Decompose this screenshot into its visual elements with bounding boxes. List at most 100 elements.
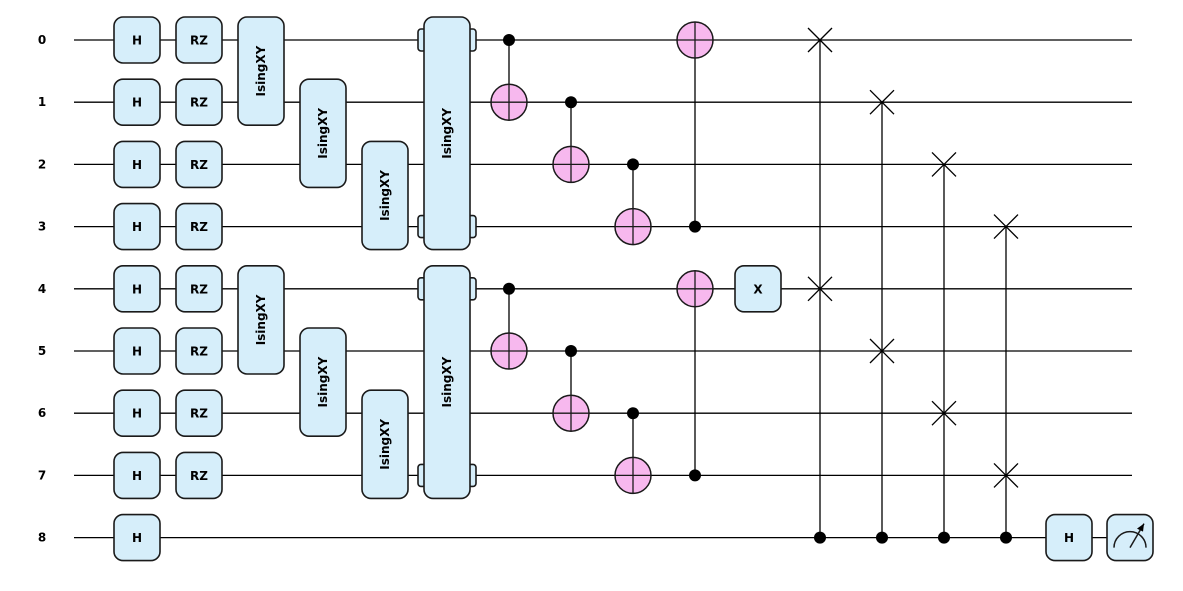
gate-box	[113, 513, 161, 562]
cnot-gate	[614, 158, 652, 246]
gate-label: RZ	[190, 407, 208, 421]
control-dot	[627, 158, 639, 171]
block-box	[423, 264, 471, 500]
qubit-label: 6	[38, 406, 46, 420]
block-label: IsingXY	[440, 356, 454, 407]
gate-label: H	[132, 158, 142, 172]
isingxy-block-gate: IsingXY	[417, 264, 477, 500]
gate-label: H	[132, 531, 142, 545]
controlled-swap-gate	[931, 151, 957, 544]
gate-label: RZ	[190, 34, 208, 48]
qubit-label: 4	[38, 282, 46, 296]
control-dot	[503, 34, 515, 46]
h-gate: H	[113, 140, 161, 189]
operations-layer: H H H H H H H H H RZ RZ RZ RZ RZ RZ RZ RZ IsingXY IsingXY I…	[113, 16, 1154, 562]
rz-gate: RZ	[175, 16, 223, 64]
meter-arc	[1113, 530, 1147, 548]
swap-x-b	[869, 338, 895, 364]
isingxy-block-gate: IsingXY	[237, 264, 285, 375]
gate-box	[113, 451, 161, 500]
qubit-label: 0	[38, 33, 46, 47]
rz-gate: RZ	[175, 264, 223, 313]
gate-label: H	[1064, 531, 1074, 545]
gate-label: RZ	[190, 220, 208, 234]
gate-label: H	[132, 469, 142, 483]
block-box	[361, 140, 409, 251]
rz-gate: RZ	[175, 78, 223, 126]
block-label: IsingXY	[440, 108, 454, 159]
rz-gate: RZ	[175, 327, 223, 375]
swap-x-b	[931, 400, 957, 426]
gate-label: H	[132, 407, 142, 421]
h-gate: H	[1045, 513, 1093, 562]
swap-x-b	[993, 462, 1019, 488]
control-dot	[814, 531, 826, 544]
meter-icon	[1113, 523, 1147, 548]
cnot-gate	[490, 34, 528, 121]
gate-box	[113, 389, 161, 438]
block-label: IsingXY	[378, 419, 392, 470]
block-box	[299, 327, 347, 437]
block-box	[237, 16, 285, 126]
cnot-gate	[552, 345, 590, 432]
cnot-gate	[676, 21, 714, 233]
swap-x-b	[869, 89, 895, 115]
gate-box	[113, 16, 161, 64]
rz-gate: RZ	[175, 389, 223, 438]
swap-x-b	[807, 27, 833, 53]
swap-x-b	[807, 276, 833, 302]
meter-needle-head	[1137, 523, 1144, 532]
gate-box	[113, 202, 161, 251]
h-gate: H	[113, 264, 161, 313]
h-gate: H	[113, 451, 161, 500]
isingxy-block-gate: IsingXY	[237, 16, 285, 126]
rz-gate: RZ	[175, 140, 223, 189]
block-box	[237, 264, 285, 375]
gate-box	[175, 16, 223, 64]
gate-box	[1106, 513, 1154, 562]
control-dot	[565, 345, 577, 357]
qubit-label: 1	[38, 95, 46, 109]
block-box	[361, 389, 409, 500]
block-label: IsingXY	[254, 294, 268, 345]
gate-box	[113, 264, 161, 313]
gate-label: X	[753, 282, 763, 296]
controlled-swap-gate	[869, 89, 895, 544]
control-dot	[627, 407, 639, 420]
block-box	[423, 16, 471, 251]
controlled-swap-gate	[807, 27, 833, 544]
h-gate: H	[113, 513, 161, 562]
control-dot	[565, 96, 577, 109]
gate-label: H	[132, 34, 142, 48]
block-label: IsingXY	[316, 108, 330, 159]
h-gate: H	[113, 78, 161, 126]
h-gate: H	[113, 327, 161, 375]
gate-label: RZ	[190, 282, 208, 296]
control-dot	[689, 220, 701, 233]
x-gate: X	[734, 264, 782, 313]
gate-label: RZ	[190, 96, 208, 110]
cnot-gate	[614, 407, 652, 495]
block-label: IsingXY	[254, 45, 268, 96]
gate-label: RZ	[190, 345, 208, 359]
control-dot	[689, 469, 701, 482]
block-label: IsingXY	[316, 356, 330, 407]
controlled-swap-gate	[993, 214, 1019, 544]
qubit-label: 7	[38, 468, 46, 482]
gate-box	[113, 78, 161, 126]
gate-box	[1045, 513, 1093, 562]
isingxy-block-gate: IsingXY	[417, 16, 477, 251]
isingxy-block-gate: IsingXY	[361, 140, 409, 251]
control-dot	[1000, 531, 1012, 544]
gate-label: RZ	[190, 469, 208, 483]
isingxy-block-gate: IsingXY	[299, 78, 347, 189]
swap-x-b	[993, 214, 1019, 240]
isingxy-block-gate: IsingXY	[361, 389, 409, 500]
qubit-label: 8	[38, 531, 46, 545]
measure-gate	[1106, 513, 1154, 562]
gate-label: H	[132, 345, 142, 359]
gate-label: H	[132, 220, 142, 234]
gate-label: RZ	[190, 158, 208, 172]
control-dot	[876, 531, 888, 544]
gate-label: H	[132, 96, 142, 110]
